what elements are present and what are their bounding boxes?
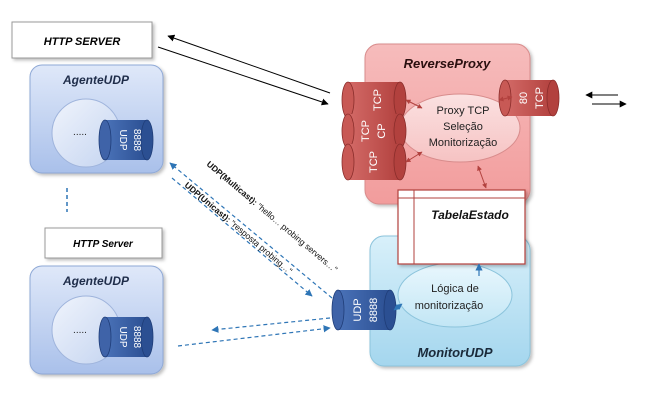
tabela-title: TabelaEstado — [431, 208, 509, 222]
multicast-arrow-to-top-agent — [169, 162, 333, 299]
tcp-cylinder-2: TCP CP — [341, 113, 407, 149]
unicast-arrow-from-top-agent — [171, 177, 313, 297]
monitor-inner-arrow — [393, 303, 403, 311]
proxy-arrow-3 — [498, 95, 513, 102]
proxy-line-3: Monitorização — [429, 137, 497, 149]
http-server-bottom-label: HTTP Server — [73, 239, 134, 250]
proxy-line-2: Seleção — [443, 121, 483, 133]
proxy-arrow-2 — [405, 151, 423, 163]
agente-top-title: AgenteUDP — [62, 73, 130, 87]
reverse-proxy-title: ReverseProxy — [404, 56, 491, 71]
agente-bottom-port-line2: 8888 — [131, 326, 142, 349]
monitor-title: MonitorUDP — [417, 345, 492, 360]
http-arrow-out — [157, 46, 329, 106]
cp-label: CP — [376, 123, 388, 138]
monitor-udp-cylinder: UDP 8888 — [331, 289, 397, 331]
tcp80-line2: 80 — [518, 92, 530, 104]
monitor-logic-ellipse — [397, 262, 513, 328]
tabela-estado: TabelaEstado — [397, 189, 526, 265]
tcp-label-1: TCP — [372, 89, 384, 111]
tcp-cylinder-1: TCP — [341, 81, 407, 119]
proxy-arrow-4 — [477, 165, 487, 189]
http-server-bottom: HTTP Server — [44, 227, 163, 259]
agente-bottom-title: AgenteUDP — [62, 274, 130, 288]
agente-top-dots: ..... — [73, 127, 87, 138]
agente-udp-bottom: AgenteUDP ..... UDP 8888 — [29, 265, 164, 375]
agente-bottom-udp-cylinder: UDP 8888 — [98, 316, 154, 358]
agente-top-udp-cylinder: UDP 8888 — [98, 119, 154, 161]
reverse-proxy: ReverseProxy Proxy TCP Seleção Monitoriz… — [341, 43, 560, 205]
http-server-top-label: HTTP SERVER — [44, 36, 121, 48]
tcp-cylinder-3: TCP — [341, 143, 407, 181]
monitor-port-line2: 8888 — [368, 298, 380, 322]
tcp80-cylinder: TCP 80 — [498, 79, 560, 117]
multicast-arrow-to-bottom-agent — [211, 317, 331, 333]
monitor-logic-line-1: Lógica de — [431, 283, 479, 295]
agente-bottom-dots: ..... — [73, 325, 87, 336]
agente-top-port-line1: UDP — [117, 129, 128, 150]
agente-top-port-line2: 8888 — [131, 129, 142, 152]
http-arrow-in — [167, 34, 331, 94]
multicast-text: "hello… probing servers…" — [253, 200, 339, 275]
agente-udp-top: AgenteUDP ..... UDP 8888 — [29, 64, 164, 174]
tcp80-line1: TCP — [534, 87, 546, 109]
tcp-label-3: TCP — [368, 151, 380, 173]
tcp-label-2: TCP — [360, 120, 372, 142]
monitor-logic-line-2: monitorização — [415, 300, 483, 312]
http-server-top: HTTP SERVER — [11, 21, 153, 59]
unicast-arrow-from-bottom-agent — [177, 325, 331, 347]
unicast-prefix: UDP(Unicast): — [183, 180, 233, 224]
agente-bottom-port-line1: UDP — [117, 326, 128, 347]
proxy-arrow-1 — [405, 99, 423, 109]
monitor-udp: Lógica de monitorização MonitorUDP UDP 8… — [331, 235, 531, 367]
monitor-port-line1: UDP — [352, 298, 364, 321]
proxy-line-1: Proxy TCP — [437, 105, 490, 117]
